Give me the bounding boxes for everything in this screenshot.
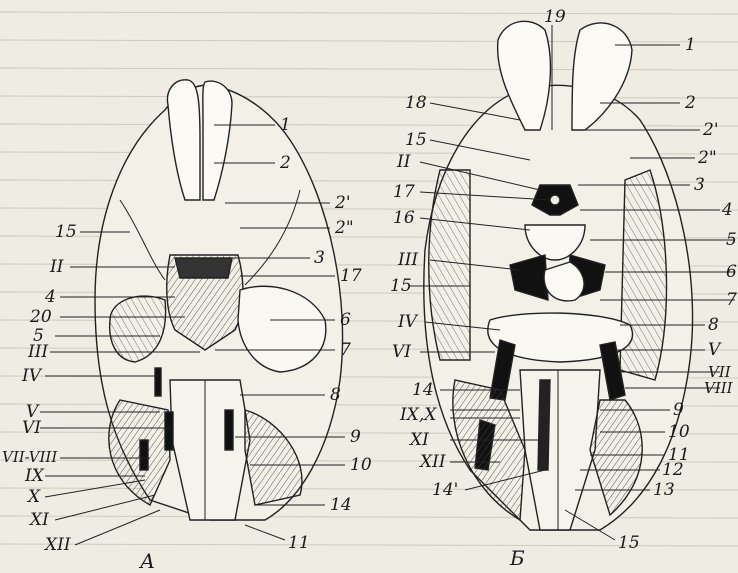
label-a-15: 15 [55, 222, 77, 242]
label-b-14p: 14' [432, 480, 458, 500]
label-b-6: 6 [726, 262, 737, 282]
label-a-20: 20 [29, 307, 52, 327]
label-b-V: V [708, 340, 722, 360]
label-b-VI: VI [392, 342, 411, 362]
label-a-1: 1 [280, 115, 291, 135]
label-b-2pp: 2" [697, 148, 717, 168]
label-b-12: 12 [662, 460, 684, 480]
label-a-X: X [26, 487, 41, 507]
label-a-IX: IX [24, 466, 45, 486]
label-a-14: 14 [330, 495, 352, 515]
label-b-14: 14 [412, 380, 434, 400]
label-b-16: 16 [393, 208, 415, 228]
label-a-VI: VI [22, 418, 41, 438]
label-a-2: 2 [279, 153, 291, 173]
panel-a-brain [95, 80, 343, 520]
panel-a-title: А [138, 549, 155, 573]
label-a-9: 9 [350, 427, 361, 447]
label-b-13: 13 [653, 480, 675, 500]
label-b-15b: 15 [390, 276, 412, 296]
label-b-II: II [396, 152, 411, 172]
label-b-15c: 15 [618, 533, 640, 553]
label-b-5: 5 [726, 230, 737, 250]
label-b-3: 3 [694, 175, 705, 195]
label-a-2p: 2' [334, 193, 351, 213]
label-a-7: 7 [340, 340, 351, 360]
label-a-4: 4 [44, 287, 56, 307]
label-a-II: II [49, 257, 64, 277]
label-b-7: 7 [726, 290, 737, 310]
label-a-XII: XII [43, 535, 71, 555]
label-a-2pp: 2" [334, 218, 354, 238]
label-b-IXX: IX,X [399, 405, 437, 425]
label-b-XII: XII [418, 452, 446, 472]
label-a-III: III [27, 342, 48, 362]
label-a-XI: XI [28, 510, 49, 530]
label-b-1: 1 [685, 35, 696, 55]
label-a-6: 6 [340, 310, 351, 330]
label-b-VIII: VIII [704, 379, 734, 397]
label-a-VIIVIII: VII-VIII [2, 448, 58, 466]
label-b-4: 4 [721, 200, 733, 220]
label-b-15a: 15 [405, 130, 427, 150]
label-a-17: 17 [340, 266, 362, 286]
label-b-9: 9 [673, 400, 684, 420]
label-b-10: 10 [668, 422, 690, 442]
label-b-2: 2 [684, 93, 696, 113]
label-b-19: 19 [544, 7, 566, 27]
label-b-8: 8 [708, 315, 719, 335]
label-a-8: 8 [330, 385, 341, 405]
label-b-18: 18 [405, 93, 427, 113]
label-b-2p: 2' [702, 120, 719, 140]
label-b-III: III [397, 250, 418, 270]
label-b-IV: IV [397, 312, 419, 332]
label-b-17: 17 [393, 182, 415, 202]
label-b-XI: XI [408, 430, 429, 450]
label-a-3: 3 [314, 248, 325, 268]
label-a-11: 11 [288, 533, 310, 553]
label-a-10: 10 [350, 455, 372, 475]
panel-b-title: Б [509, 546, 525, 570]
label-a-IV: IV [21, 366, 43, 386]
